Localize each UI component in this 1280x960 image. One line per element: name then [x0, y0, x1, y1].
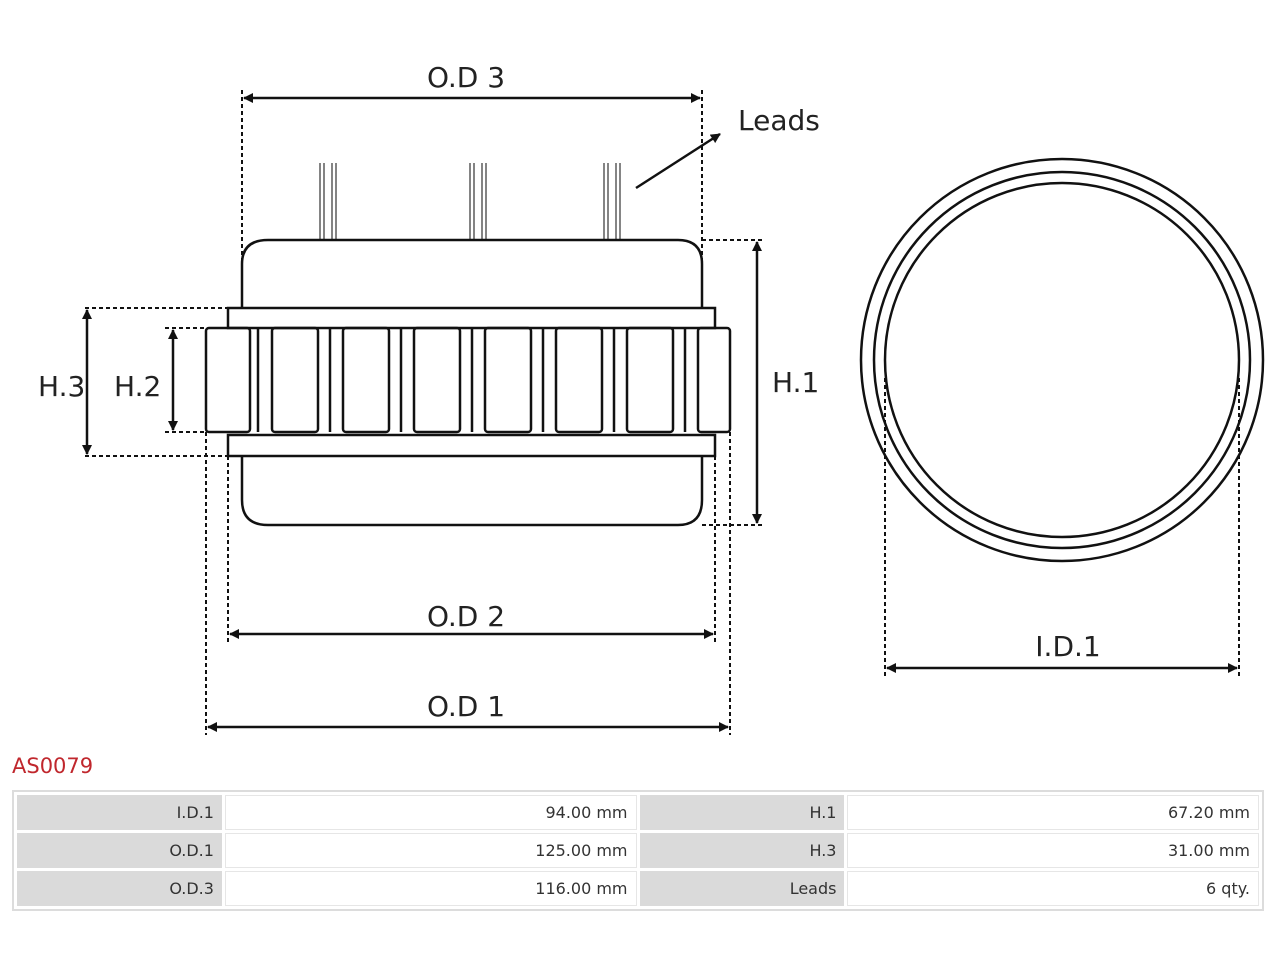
- h3-label: H.3: [38, 370, 85, 403]
- spec-label: O.D.1: [17, 833, 222, 868]
- od1-label: O.D 1: [427, 690, 505, 723]
- leads-label: Leads: [738, 104, 820, 137]
- spec-label: H.1: [639, 795, 845, 830]
- spec-value: 116.00 mm: [224, 871, 637, 906]
- lead-wires: [319, 163, 621, 240]
- leads-pointer: [635, 132, 721, 190]
- table-row: O.D.1 125.00 mm H.3 31.00 mm: [17, 833, 1259, 868]
- spec-label: I.D.1: [17, 795, 222, 830]
- spec-value: 94.00 mm: [224, 795, 637, 830]
- core-segments: [204, 326, 732, 434]
- spec-label: H.3: [639, 833, 845, 868]
- table-row: O.D.3 116.00 mm Leads 6 qty.: [17, 871, 1259, 906]
- table-row: I.D.1 94.00 mm H.1 67.20 mm: [17, 795, 1259, 830]
- core-upper-band: [226, 306, 717, 330]
- id1-label: I.D.1: [1035, 630, 1100, 663]
- stator-ring-view: [859, 157, 1265, 563]
- stator-dimension-diagram: O.D 3 Leads H.3 H.2 H.1 O.D 2 O.D 1 I.D.…: [38, 61, 1265, 735]
- spec-label: Leads: [639, 871, 845, 906]
- h1-label: H.1: [772, 366, 819, 399]
- spec-value: 31.00 mm: [847, 833, 1259, 868]
- core-lower-band: [226, 433, 717, 458]
- od2-label: O.D 2: [427, 600, 505, 633]
- spec-value: 125.00 mm: [224, 833, 637, 868]
- spec-label: O.D.3: [17, 871, 222, 906]
- spec-value: 6 qty.: [847, 871, 1259, 906]
- od3-label: O.D 3: [427, 61, 505, 94]
- dimension-arrows: [82, 93, 1238, 732]
- specs-table: I.D.1 94.00 mm H.1 67.20 mm O.D.1 125.00…: [12, 790, 1264, 911]
- spec-value: 67.20 mm: [847, 795, 1259, 830]
- part-code: AS0079: [12, 754, 94, 778]
- extension-lines: [85, 90, 1240, 735]
- bottom-winding: [240, 456, 704, 527]
- h2-label: H.2: [114, 370, 161, 403]
- top-winding: [240, 238, 704, 308]
